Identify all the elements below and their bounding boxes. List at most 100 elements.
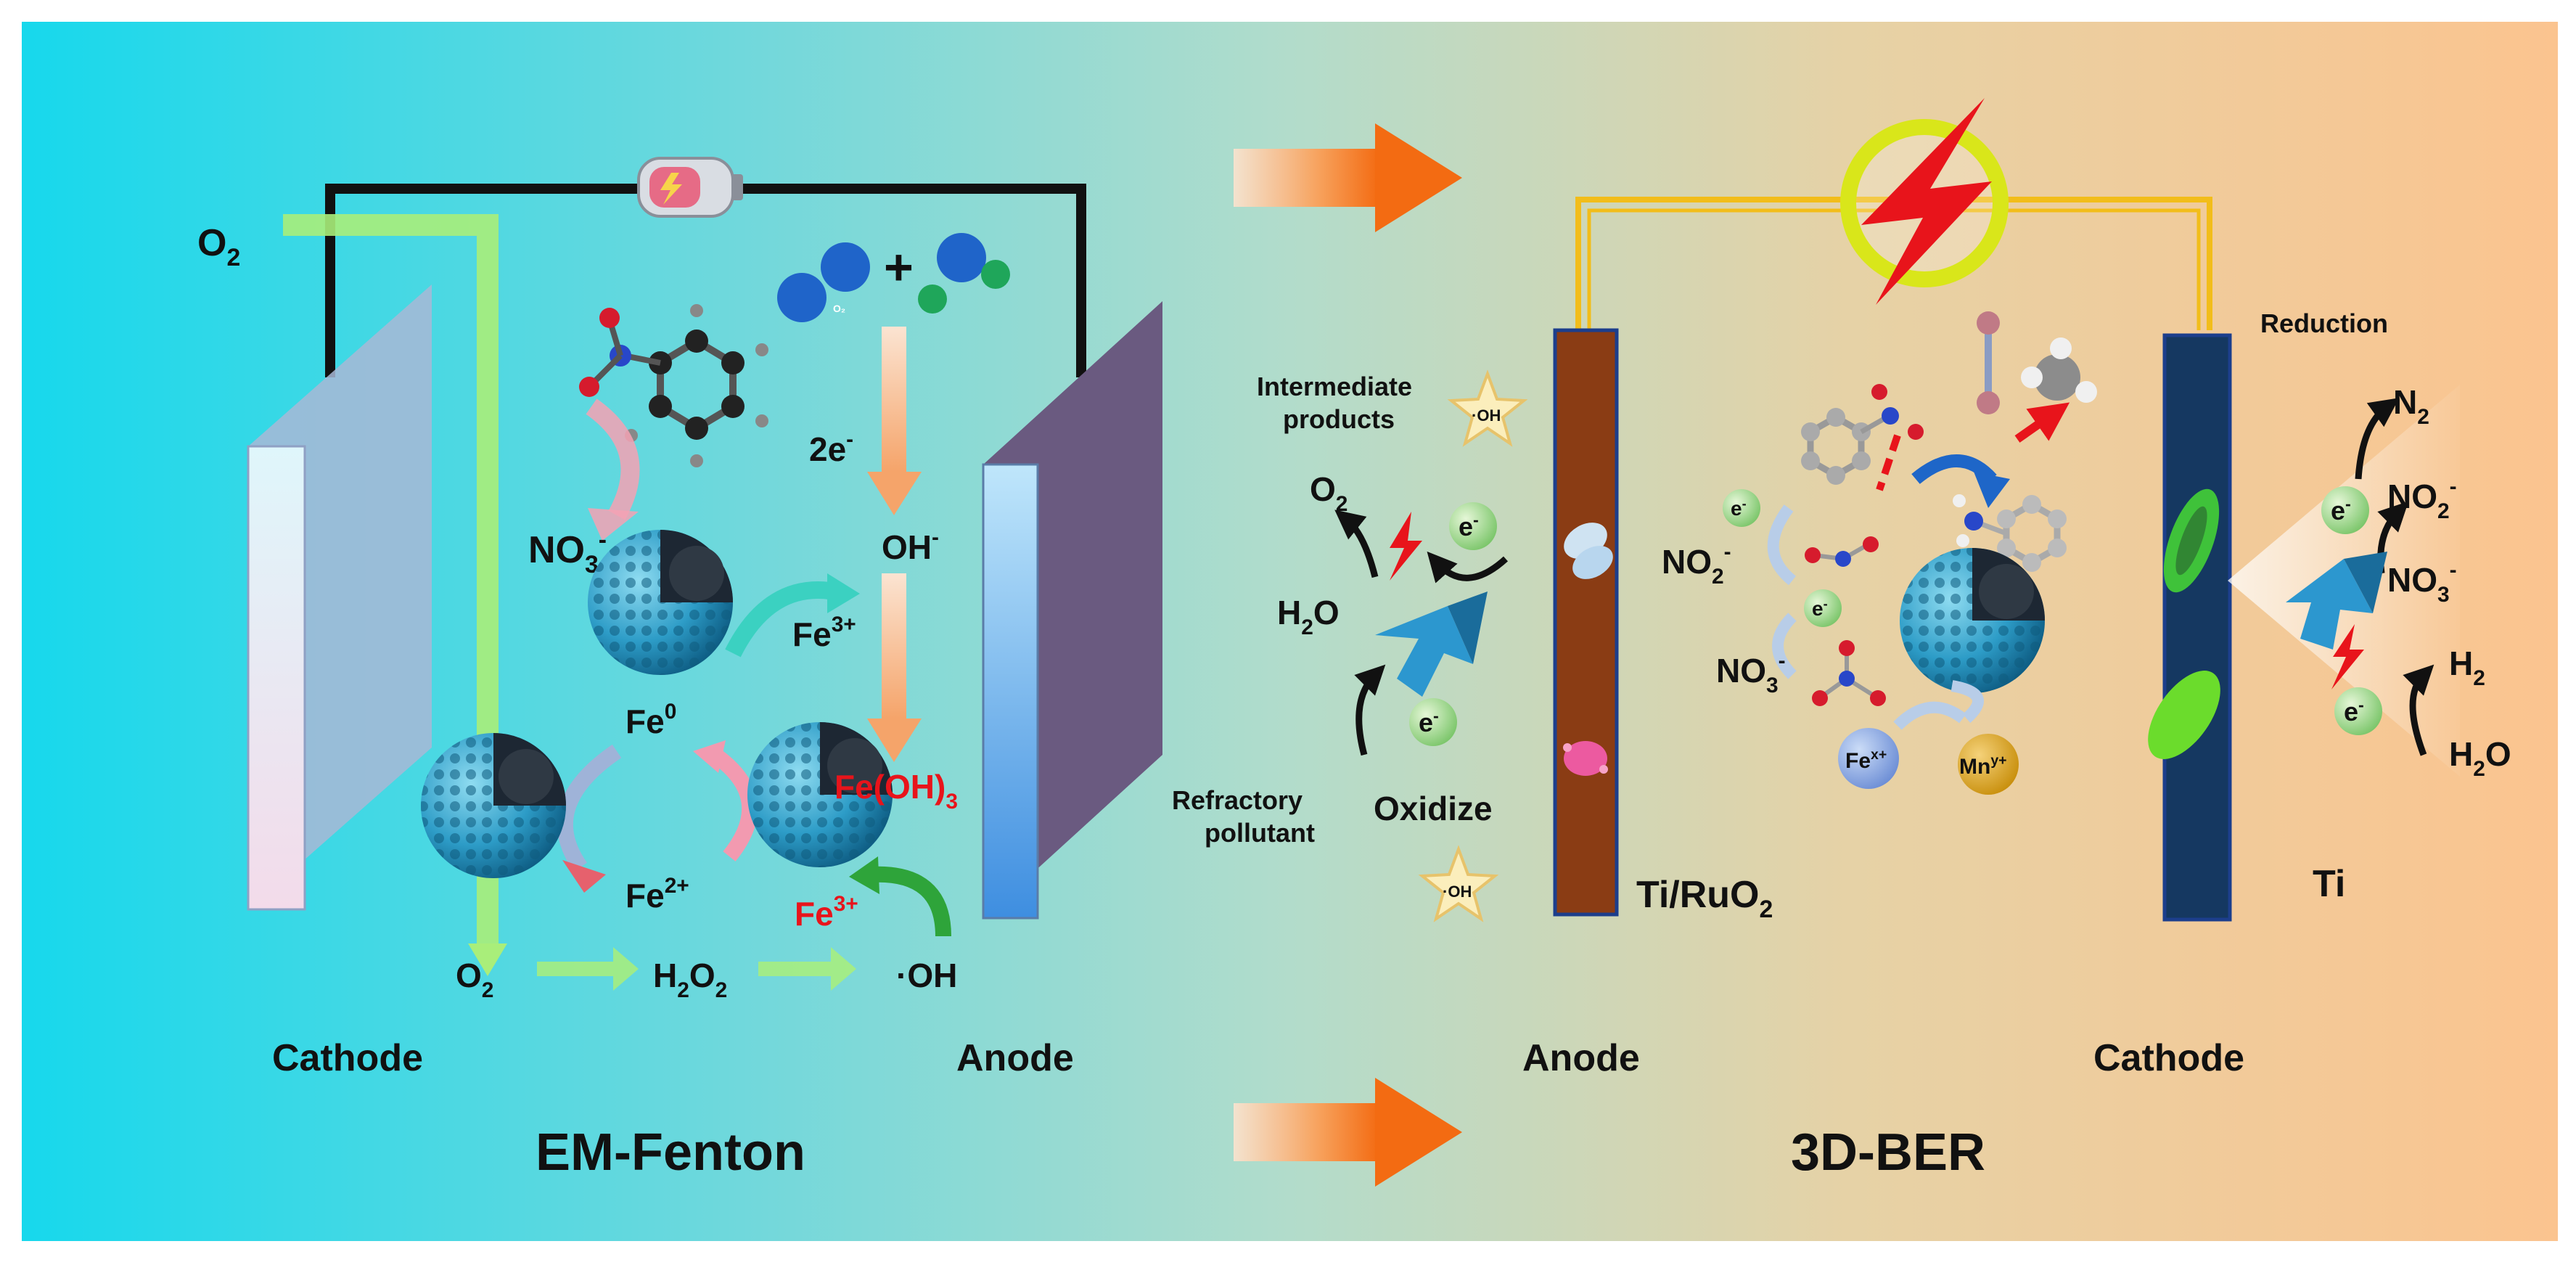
electron-badge-oxidation-top: e- <box>1449 502 1497 550</box>
nanosphere-top <box>588 530 733 675</box>
svg-text:e-: e- <box>1812 597 1828 620</box>
microbe-icon-anode-top <box>1564 523 1613 579</box>
anode-material-label: Ti/RuO2 <box>1636 874 1773 923</box>
oh-to-fe3-arrow <box>870 866 951 937</box>
o2-product-label: O2 <box>1310 470 1348 516</box>
electron-badge-reduction-bottom: e- <box>2334 687 2382 735</box>
intermediate-label-line2: products <box>1283 404 1395 434</box>
svg-text:O₂: O₂ <box>833 303 845 314</box>
two-electron-label: 2e- <box>809 427 853 468</box>
o2-bottom-label: O2 <box>456 957 493 1002</box>
oxidize-label: Oxidize <box>1374 790 1493 827</box>
ferric-hydroxide-label: Fe(OH)3 <box>834 768 958 814</box>
o2-molecule-icon: O₂ <box>777 242 870 322</box>
co-molecule-icon <box>1977 311 2000 414</box>
svg-text:Fex+: Fex+ <box>1845 747 1887 773</box>
no3-molecule-icon <box>1812 640 1886 706</box>
plus-sign: + <box>884 239 914 295</box>
electron-badge-mid-top: e- <box>1723 489 1760 527</box>
refractory-label-line1: Refractory <box>1172 785 1303 815</box>
cathode-electrode-right <box>2162 333 2232 922</box>
o2-to-h2o2-arrow <box>537 947 639 991</box>
microbe-icon-anode-bottom <box>1563 741 1608 776</box>
fe-cycle-arrowhead-left <box>562 860 606 893</box>
em-fenton-title: EM-Fenton <box>536 1123 805 1182</box>
ferric-ion-label-top: Fe3+ <box>792 613 856 653</box>
pollutant-oxidation-arrow <box>1354 664 1386 756</box>
cathode-electrode-left <box>247 284 432 911</box>
h2o2-label: H2O2 <box>653 957 727 1002</box>
h2o-to-h2-arrow <box>2403 664 2435 756</box>
anode-electrode-right <box>1553 328 1619 917</box>
ferric-ion-label-bottom: Fe3+ <box>795 892 858 933</box>
h2o-reactant-label: H2O <box>1277 594 1340 639</box>
fe0-label: Fe0 <box>625 700 676 740</box>
metal-ion-arrow-left <box>1893 701 1966 730</box>
iron-ion-ball: Fex+ <box>1838 728 1899 789</box>
bacteria-icon-green <box>2148 488 2220 759</box>
lightning-small-left <box>1390 512 1422 581</box>
h2o-label-right: H2O <box>2449 735 2511 781</box>
hydroxyl-star-bottom: ·OH <box>1418 845 1499 922</box>
nanosphere-left <box>421 733 566 878</box>
o2-input-label: O2 <box>197 222 240 271</box>
svg-text:e-: e- <box>1419 706 1439 737</box>
methanol-molecule-icon <box>2021 337 2097 403</box>
3d-ber-title: 3D-BER <box>1791 1123 1985 1182</box>
anode-electrode-left <box>982 301 1162 920</box>
blue-3d-arrow-right <box>2286 552 2387 650</box>
nitrate-label-mid: NO3- <box>1716 649 1786 697</box>
nitrobenzene-molecule-right <box>1801 384 1924 485</box>
cathode-label-left: Cathode <box>272 1037 423 1079</box>
fe3-curved-arrowhead <box>827 573 860 613</box>
electron-badge-reduction-top: e- <box>2321 486 2369 534</box>
blue-3d-arrow-left <box>1375 591 1488 697</box>
battery-icon <box>637 157 743 218</box>
h2o2-to-oh-arrow <box>758 947 856 991</box>
fe-cycle-arrowhead-right <box>693 740 726 773</box>
svg-text:e-: e- <box>2344 695 2364 726</box>
electron-badge-mid-bottom: e- <box>1804 589 1842 627</box>
no2-to-n2-arrow <box>2355 398 2400 480</box>
nitrate-label-right: NO3- <box>2387 558 2457 607</box>
bond-cleavage-mark <box>1876 434 1901 491</box>
h2o-to-o2-arrow <box>1334 509 1379 578</box>
no3-curved-arrow <box>586 398 640 520</box>
hydroxyl-star-top: ·OH <box>1447 369 1528 447</box>
aniline-molecule-icon <box>1953 494 2067 572</box>
nanosphere-center-right <box>1900 548 2045 693</box>
anode-label-left: Anode <box>956 1037 1074 1079</box>
fe2-label: Fe2+ <box>625 874 689 914</box>
svg-text:e-: e- <box>1731 496 1747 520</box>
electron-badge-oxidation-bottom: e- <box>1409 698 1457 746</box>
svg-text:e-: e- <box>2331 494 2351 525</box>
manganese-ion-ball: Mny+ <box>1958 734 2019 795</box>
svg-text:e-: e- <box>1459 510 1479 541</box>
svg-text:·OH: ·OH <box>1472 406 1501 425</box>
blue-rotation-arrowhead <box>1974 472 2010 508</box>
nitrite-label-mid: NO2- <box>1662 540 1731 589</box>
anode-label-right: Anode <box>1522 1037 1640 1079</box>
nitrate-label-left: NO3- <box>528 526 607 578</box>
no2-molecule-icon <box>1805 536 1879 567</box>
nitrobenzene-molecule <box>579 304 768 467</box>
mid-arc-bottom <box>1772 613 1797 679</box>
no3-curved-arrowhead <box>588 508 639 541</box>
lightning-small-right <box>2331 624 2364 689</box>
oh-to-fe3-arrowhead <box>849 856 879 894</box>
hydrogen-label: H2 <box>2449 644 2485 690</box>
nanosphere-right <box>747 722 893 867</box>
cathode-label-right: Cathode <box>2093 1037 2244 1079</box>
refractory-label-line2: pollutant <box>1205 818 1315 848</box>
hydroxide-label: OH- <box>882 525 939 566</box>
transition-arrow-bottom <box>1234 1078 1462 1187</box>
blue-rotation-arrow <box>1911 454 1997 485</box>
water-molecule-icon <box>918 233 1010 314</box>
metal-ion-arrow-right <box>1951 680 1984 724</box>
cathode-material-label: Ti <box>2313 863 2345 905</box>
hydroxyl-radical-label-left: ·OH <box>896 957 957 994</box>
o2-pipe-arrowhead <box>468 943 507 976</box>
svg-text:·OH: ·OH <box>1443 883 1472 901</box>
